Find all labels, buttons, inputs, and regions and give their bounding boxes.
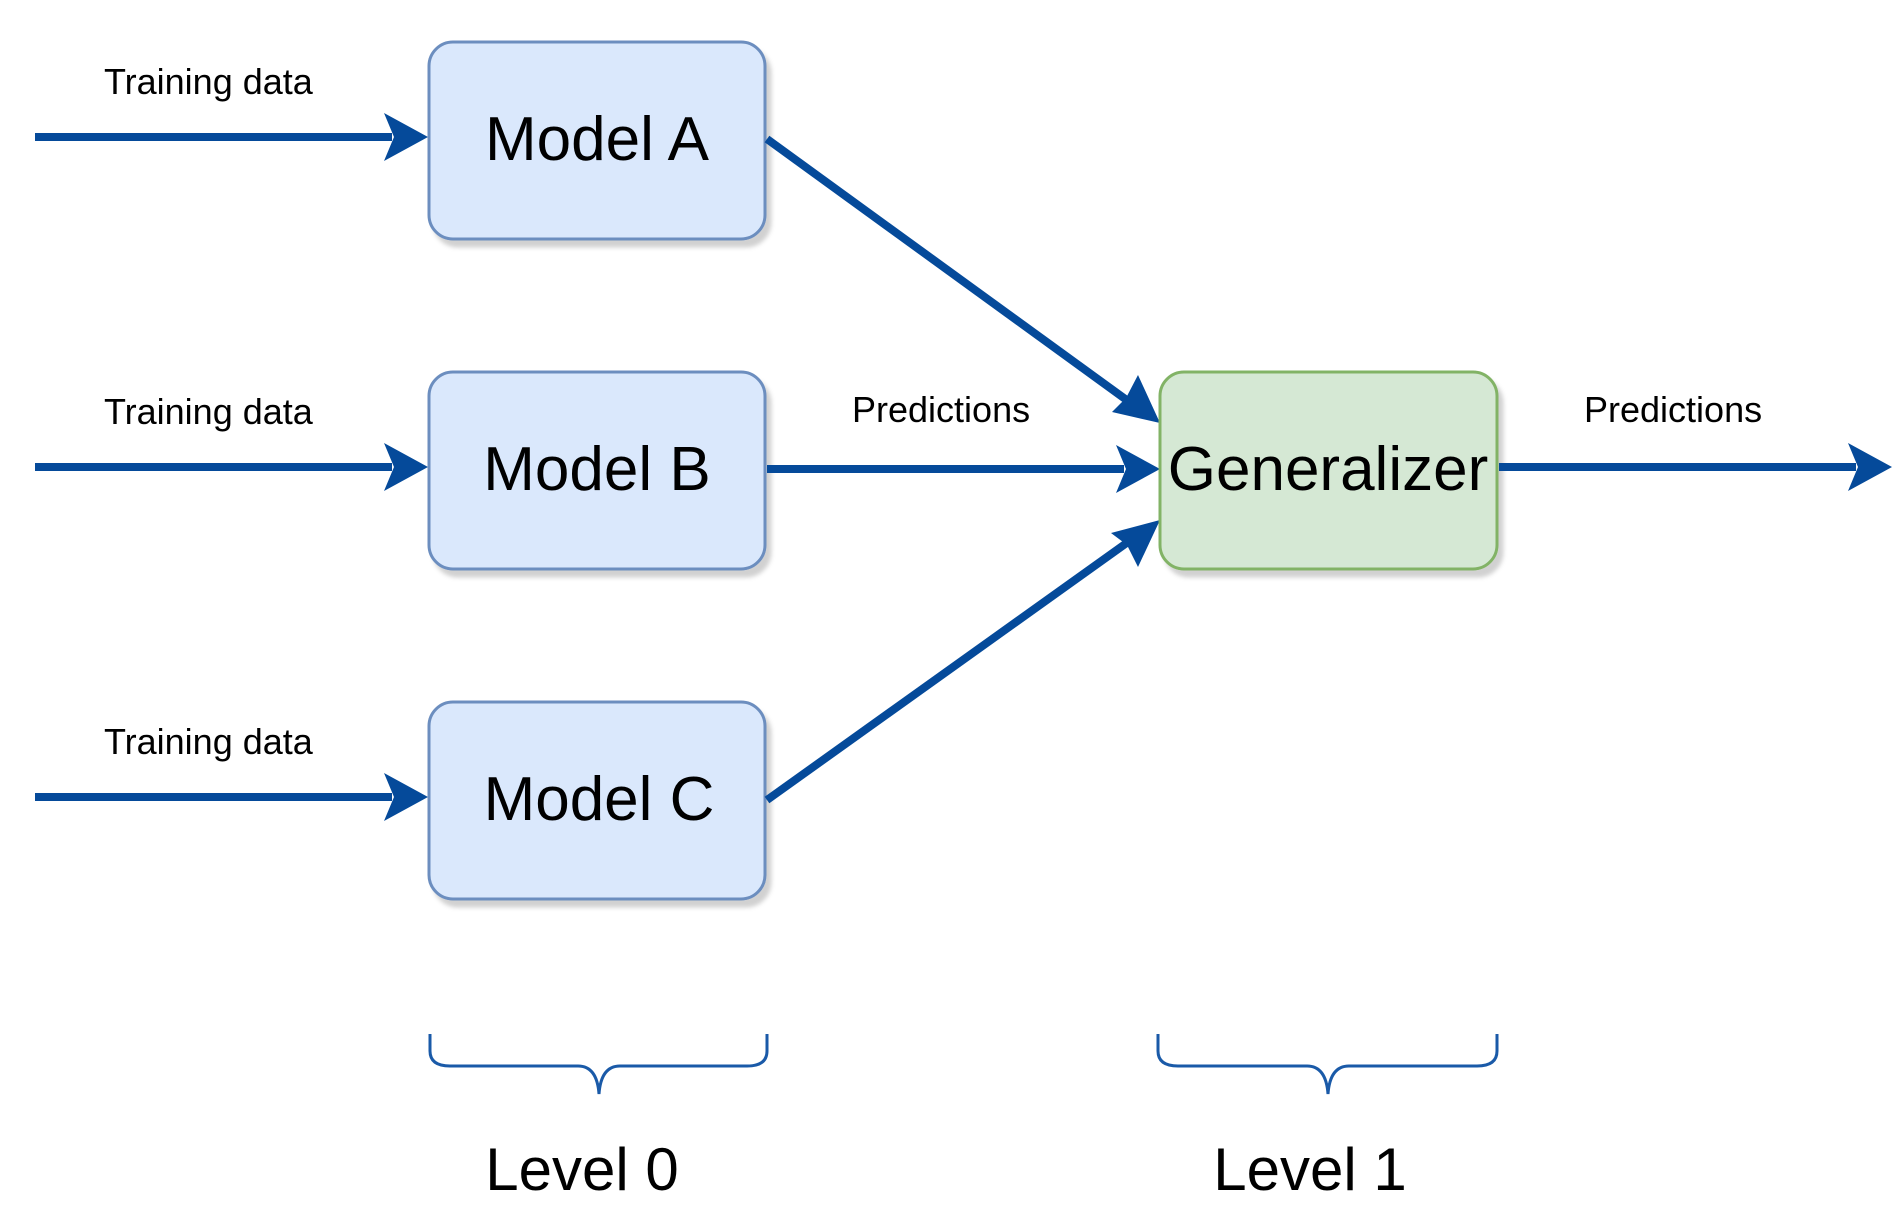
output-arrow xyxy=(1499,443,1892,491)
predictions-label-output: Predictions xyxy=(1584,389,1762,430)
model-b-node: Model B xyxy=(427,370,767,571)
model-b-label: Model B xyxy=(483,435,710,504)
input-label-c: Training data xyxy=(104,721,314,762)
level-0-label: Level 0 xyxy=(485,1136,678,1203)
input-arrow-a xyxy=(35,113,428,161)
model-a-node: Model A xyxy=(427,40,767,241)
level-1-brace xyxy=(1156,1034,1499,1095)
input-label-a: Training data xyxy=(104,61,314,102)
model-c-label: Model C xyxy=(484,765,715,834)
level-1-label: Level 1 xyxy=(1213,1136,1406,1203)
generalizer-label: Generalizer xyxy=(1168,435,1488,504)
model-a-label: Model A xyxy=(485,105,710,174)
arrow-model-a-to-generalizer xyxy=(764,135,1160,423)
arrow-model-c-to-generalizer xyxy=(764,520,1160,804)
arrow-model-b-to-generalizer xyxy=(767,445,1160,493)
model-c-node: Model C xyxy=(427,700,767,901)
generalizer-node: Generalizer xyxy=(1158,370,1499,571)
input-label-b: Training data xyxy=(104,391,314,432)
level-0-brace xyxy=(428,1034,769,1095)
input-arrow-c xyxy=(35,773,428,821)
input-arrow-b xyxy=(35,443,428,491)
predictions-label-middle: Predictions xyxy=(852,389,1030,430)
